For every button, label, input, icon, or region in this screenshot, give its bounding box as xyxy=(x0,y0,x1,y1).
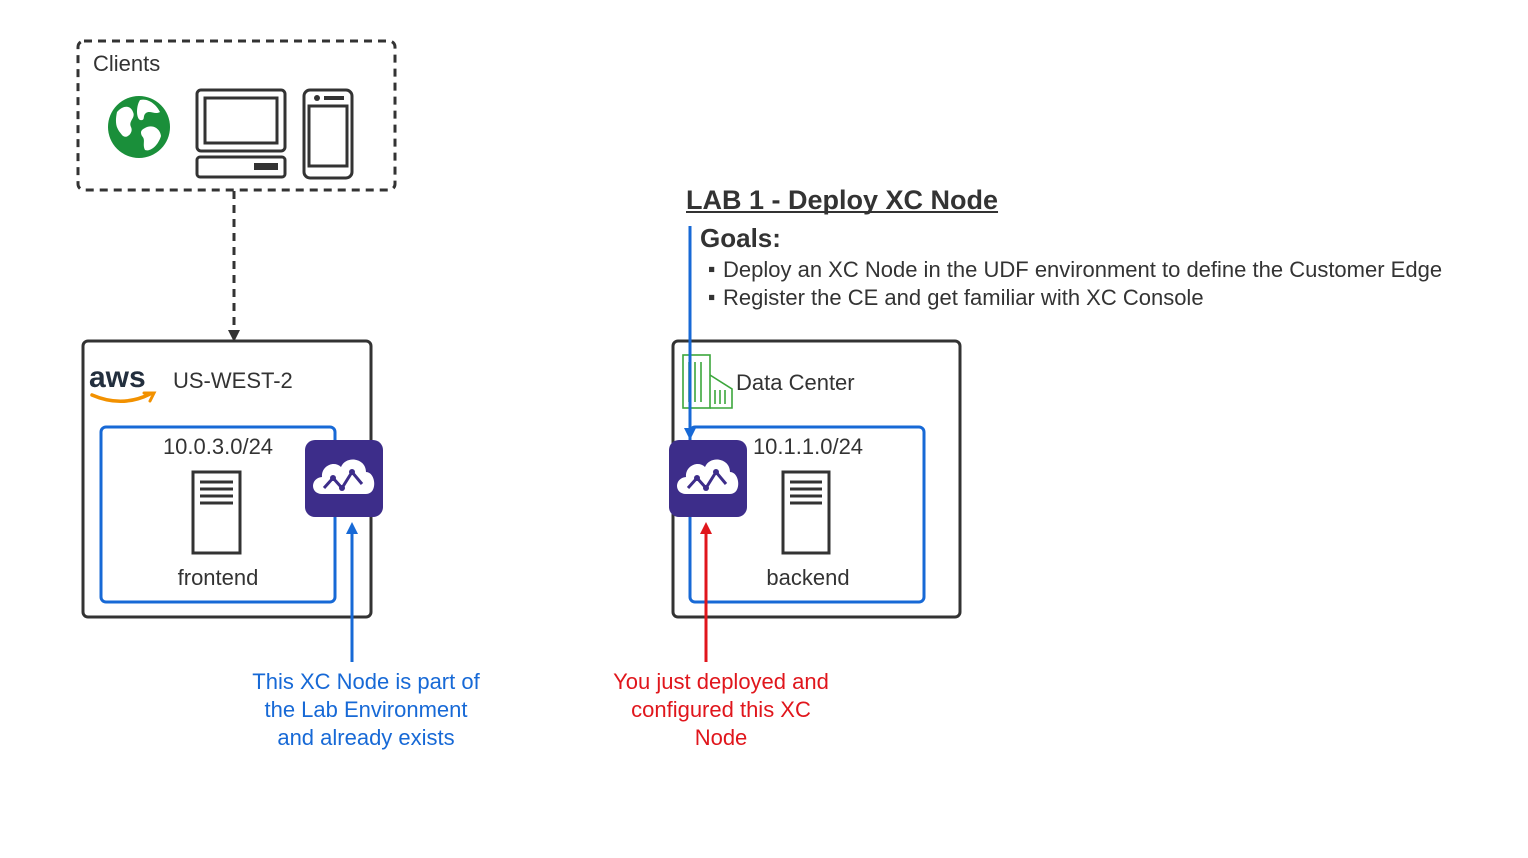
laptop-icon xyxy=(195,88,287,179)
aws-region-label: US-WEST-2 xyxy=(173,368,293,393)
datacenter-group: Data Center 10.1.1.0/24 backend xyxy=(669,339,962,619)
xc-node-deployed-icon xyxy=(669,440,747,517)
deployed-node-annotation-line-2: configured this XC xyxy=(631,697,811,722)
goals-heading: Goals: xyxy=(700,223,781,253)
existing-node-annotation-line-3: and already exists xyxy=(277,725,454,750)
datacenter-subnet-label: 10.1.1.0/24 xyxy=(753,434,863,459)
backend-label: backend xyxy=(766,565,849,590)
deployed-node-annotation-line-3: Node xyxy=(695,725,748,750)
goal-bullet-2: ▪ xyxy=(708,286,715,309)
lab-goals-group: LAB 1 - Deploy XC Node Goals: ▪ Deploy a… xyxy=(686,185,1442,310)
existing-node-annotation: This XC Node is part of the Lab Environm… xyxy=(252,669,480,750)
clients-group: Clients xyxy=(76,39,397,192)
svg-text:aws: aws xyxy=(89,361,146,394)
datacenter-label: Data Center xyxy=(736,370,855,395)
goal-item-1: Deploy an XC Node in the UDF environment… xyxy=(723,257,1442,282)
lab-title: LAB 1 - Deploy XC Node xyxy=(686,185,998,215)
deployed-node-annotation-line-1: You just deployed and xyxy=(613,669,829,694)
aws-region-group: aws US-WEST-2 10.0.3.0/24 frontend xyxy=(81,339,383,619)
frontend-server-icon xyxy=(191,470,242,555)
existing-node-annotation-line-2: the Lab Environment xyxy=(264,697,467,722)
aws-logo: aws xyxy=(89,361,157,403)
frontend-label: frontend xyxy=(178,565,259,590)
goal-bullet-1: ▪ xyxy=(708,258,715,281)
existing-node-annotation-line-1: This XC Node is part of xyxy=(252,669,480,694)
backend-server-icon xyxy=(781,470,831,555)
phone-icon xyxy=(302,88,354,180)
clients-label: Clients xyxy=(93,51,160,76)
clients-box xyxy=(76,39,397,192)
goal-item-2: Register the CE and get familiar with XC… xyxy=(723,285,1204,310)
deployed-node-annotation: You just deployed and configured this XC… xyxy=(613,669,829,750)
aws-subnet-label: 10.0.3.0/24 xyxy=(163,434,273,459)
globe-icon xyxy=(108,96,170,158)
xc-node-existing-icon xyxy=(305,440,383,517)
